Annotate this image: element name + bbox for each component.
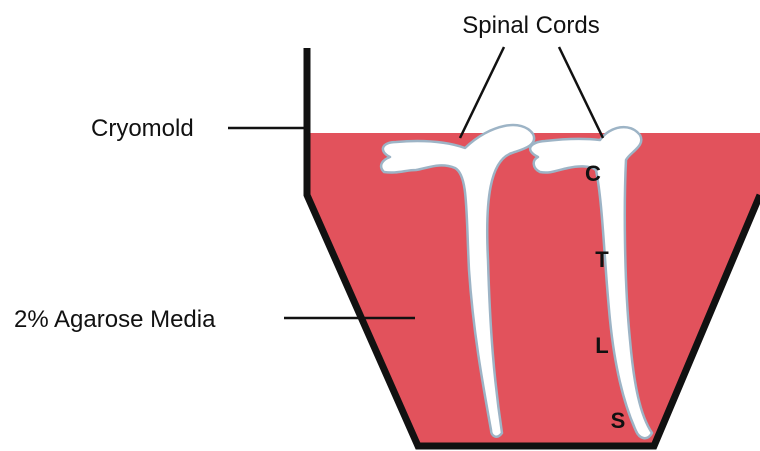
spinal-cords-label: Spinal Cords (462, 12, 599, 39)
segment-label-sacral: S (611, 408, 626, 433)
segment-label-thoracic: T (595, 247, 609, 272)
agarose-media-label: 2% Agarose Media (14, 306, 216, 333)
segment-label-lumbar: L (595, 333, 608, 358)
spinal-cords-leader-right (559, 47, 603, 138)
cryomold-label: Cryomold (91, 115, 194, 142)
segment-label-cervical: C (585, 161, 601, 186)
agarose-media (307, 133, 760, 446)
spinal-cords-leader-left (460, 47, 504, 138)
